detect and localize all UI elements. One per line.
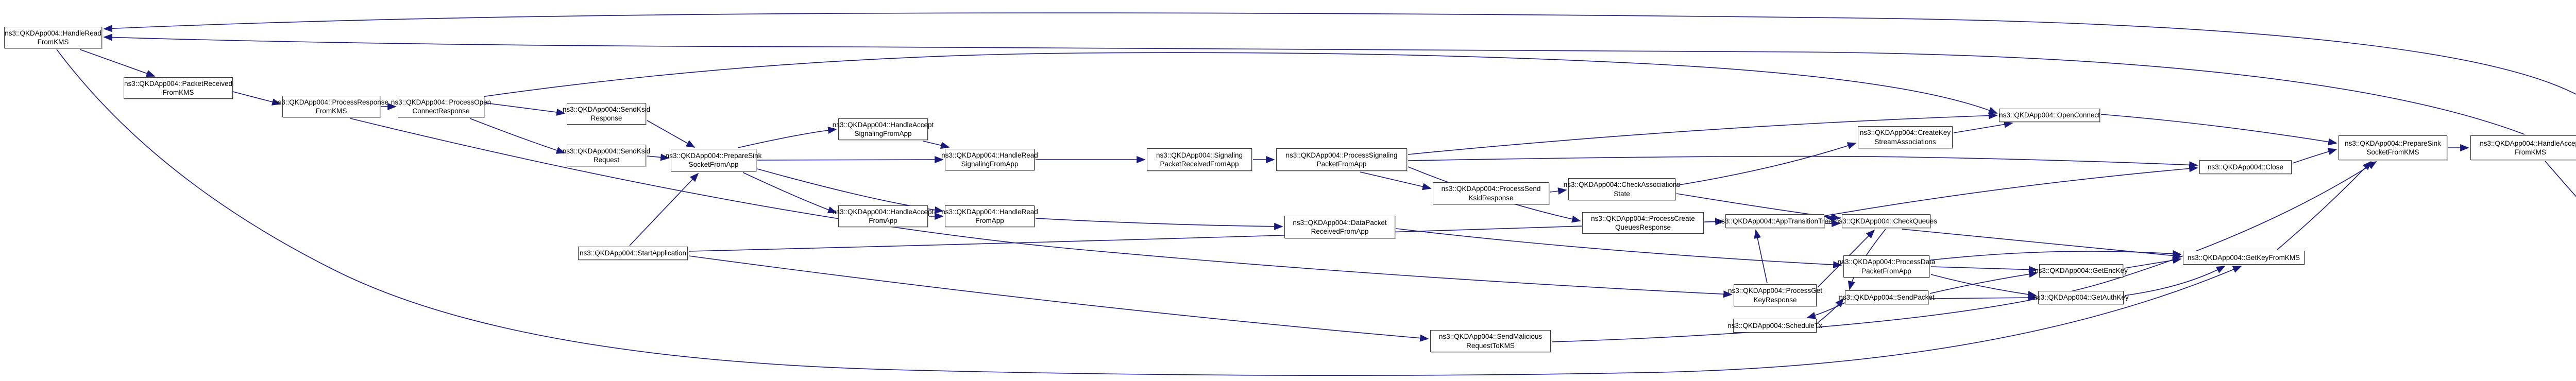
edge-process-send-ksid-response--check-associations-state [1550, 187, 1567, 195]
node-process-data-packet-from-app[interactable]: ns3::QKDApp004::ProcessData PacketFromAp… [1838, 255, 1935, 278]
edge-handle-read-from-kms--packet-received-from-kms [79, 49, 156, 77]
edge-handle-read-from-kms--get-key-from-kms [56, 49, 2242, 376]
node-schedule-tx[interactable]: ns3::QKDApp004::ScheduleTx [1727, 319, 1822, 333]
edge-app-transition-tree--close [1825, 165, 2198, 216]
edge-get-key-from-kms--prepare-sink-socket-from-kms [2277, 161, 2372, 250]
edge-get-auth-key--get-key-from-kms [2124, 266, 2226, 296]
node-process-send-ksid-response[interactable]: ns3::QKDApp004::ProcessSend KsidResponse [1433, 182, 1549, 204]
edge-process-data-packet-from-app--get-key-from-kms [1930, 250, 2182, 261]
node-process-create-queues-response[interactable]: ns3::QKDApp004::ProcessCreate QueuesResp… [1582, 212, 1704, 234]
node-process-signaling-packet-from-app[interactable]: ns3::QKDApp004::ProcessSignaling PacketF… [1276, 148, 1407, 171]
node-handle-accept-from-app[interactable]: ns3::QKDApp004::HandleAccept FromApp [833, 205, 934, 227]
edge-send-ksid-response--prepare-sink-socket-from-app [647, 120, 696, 148]
edge-process-create-queues-response--app-transition-tree [1704, 218, 1724, 226]
node-prepare-sink-socket-from-kms[interactable]: ns3::QKDApp004::PrepareSink SocketFromKM… [2338, 135, 2447, 160]
node-send-packet[interactable]: ns3::QKDApp004::SendPacket [1839, 290, 1935, 304]
node-check-queues[interactable]: ns3::QKDApp004::CheckQueues [1835, 214, 1937, 228]
node-handle-read-from-app[interactable]: ns3::QKDApp004::HandleRead FromApp [941, 205, 1038, 227]
node-handle-read-signaling-from-app[interactable]: ns3::QKDApp004::HandleRead SignalingFrom… [941, 149, 1038, 170]
edge-process-signaling-packet-from-app--open-connect [1408, 112, 1998, 155]
edge-handle-accept-signaling-from-app--handle-read-signaling-from-app [923, 141, 950, 149]
node-get-auth-key[interactable]: ns3::QKDApp004::GetAuthKey [2033, 291, 2129, 304]
node-open-connect[interactable]: ns3::QKDApp004::OpenConnect [1999, 109, 2100, 122]
edge-close--prepare-sink-socket-from-kms [2292, 148, 2337, 164]
edge-packet-received-from-kms--process-response-from-kms [232, 91, 281, 106]
node-get-key-from-kms[interactable]: ns3::QKDApp004::GetKeyFromKMS [2183, 251, 2304, 265]
edge-process-signaling-packet-from-app--close [1408, 155, 2198, 169]
edge-check-associations-state--create-key-stream-associations [1676, 142, 1857, 186]
node-data-packet-received-from-app[interactable]: ns3::QKDApp004::DataPacket ReceivedFromA… [1284, 216, 1395, 238]
edge-send-ksid-request--prepare-sink-socket-from-app [647, 153, 670, 161]
node-get-enc-key[interactable]: ns3::QKDApp004::GetEncKey [2035, 264, 2128, 278]
node-process-get-key-response[interactable]: ns3::QKDApp004::ProcessGet KeyResponse [1728, 284, 1822, 306]
edge-schedule-tx--send-packet [1817, 298, 1844, 323]
node-start-application[interactable]: ns3::QKDApp004::StartApplication [578, 247, 688, 260]
edge-prepare-sink-socket-from-app--handle-read-from-app [757, 168, 944, 214]
node-check-associations-state[interactable]: ns3::QKDApp004::CheckAssociations State [1564, 178, 1680, 200]
edge-prepare-sink-socket-from-app--handle-accept-signaling-from-app [737, 126, 837, 148]
node-create-key-stream-associations[interactable]: ns3::QKDApp004::CreateKey StreamAssociat… [1858, 126, 1953, 148]
edge-handle-accept-from-kms--process-packets-to-kms-from-queue [2545, 161, 2576, 197]
edge-start-application--prepare-sink-socket-from-app [629, 172, 699, 246]
node-send-ksid-response[interactable]: ns3::QKDApp004::SendKsid Response [563, 103, 650, 125]
edge-process-data-packet-from-app--get-auth-key [1930, 274, 2037, 298]
edge-send-packet--get-enc-key [1929, 270, 2038, 294]
edge-process-get-key-response--app-transition-tree [1754, 229, 1768, 284]
edge-process-open-connect-response--open-connect [481, 52, 1998, 114]
edge-prepare-sink-socket-from-app--handle-accept-from-app [742, 172, 837, 214]
edge-process-signaling-packet-from-app--process-send-ksid-response [1360, 171, 1432, 190]
edge-process-open-connect-response--send-ksid-response [485, 102, 566, 116]
edge-data-packet-received-from-app--process-data-packet-from-app [1396, 228, 1842, 269]
edge-handle-read-from-app--data-packet-received-from-app [1035, 218, 1283, 230]
node-send-ksid-request[interactable]: ns3::QKDApp004::SendKsid Request [563, 145, 650, 166]
node-handle-accept-signaling-from-app[interactable]: ns3::QKDApp004::HandleAccept SignalingFr… [833, 118, 934, 140]
node-close[interactable]: ns3::QKDApp004::Close [2199, 160, 2292, 174]
node-process-response-from-kms[interactable]: ns3::QKDApp004::ProcessResponse FromKMS [274, 96, 388, 117]
node-handle-accept-from-kms[interactable]: ns3::QKDApp004::HandleAccept FromKMS [2470, 135, 2576, 160]
node-app-transition-tree[interactable]: ns3::QKDApp004::AppTransitionTree [1718, 214, 1832, 228]
edge-open-connect--prepare-sink-socket-from-kms [2100, 114, 2337, 146]
node-handle-read-from-kms[interactable]: ns3::QKDApp004::HandleRead FromKMS [4, 27, 102, 48]
edge-send-packet--get-auth-key [1929, 294, 2037, 302]
edge-process-data-packet-from-app--get-enc-key [1930, 266, 2038, 273]
node-send-malicious-request-to-kms[interactable]: ns3::QKDApp004::SendMalicious RequestToK… [1430, 330, 1551, 352]
edge-start-application--app-transition-tree [688, 218, 1724, 252]
edge-process-response-from-kms--process-get-key-response [350, 118, 1733, 298]
edge-create-key-stream-associations--open-connect [1953, 120, 2013, 133]
node-process-open-connect-response[interactable]: ns3::QKDApp004::ProcessOpen ConnectRespo… [391, 96, 491, 117]
node-packet-received-from-kms[interactable]: ns3::QKDApp004::PacketReceived FromKMS [124, 77, 233, 99]
edge-process-open-connect-response--send-ksid-request [469, 118, 566, 154]
edge-start-application--send-malicious-request-to-kms [688, 255, 1429, 342]
edge-process-packets-to-kms-from-queue--handle-read-from-kms [103, 12, 2576, 95]
node-prepare-sink-socket-from-app[interactable]: ns3::QKDApp004::PrepareSink SocketFromAp… [666, 149, 761, 171]
node-signaling-packet-received-from-app[interactable]: ns3::QKDApp004::Signaling PacketReceived… [1147, 148, 1252, 171]
